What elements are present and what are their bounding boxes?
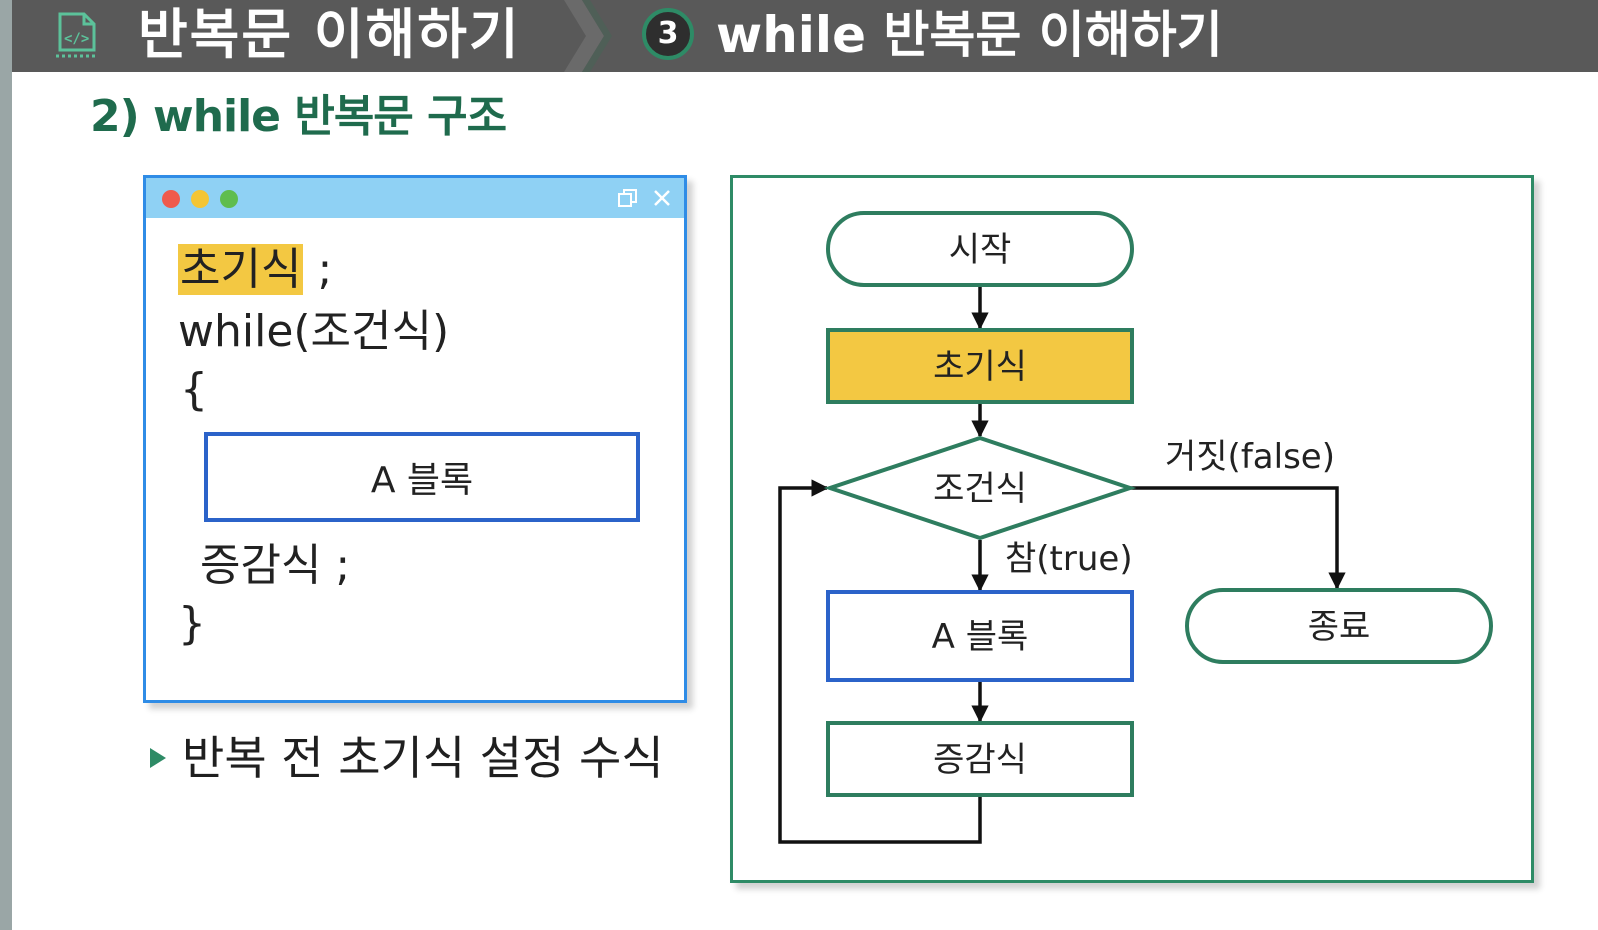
flow-false-label: 거짓(false)	[1165, 437, 1335, 477]
breadcrumb-chevron-icon	[564, 0, 612, 72]
flowchart-panel: 시작 초기식 조건식 거짓(false) 참(true) A 블록 증감식 종료	[730, 175, 1534, 883]
window-close-dot[interactable]	[162, 190, 180, 208]
flow-true-label: 참(true)	[1005, 539, 1133, 579]
flow-end-node	[1185, 588, 1493, 664]
flow-init-node	[826, 328, 1134, 404]
flow-update-label: 증감식	[933, 740, 1027, 780]
left-edge-strip	[0, 0, 12, 930]
flow-init-label: 초기식	[933, 347, 1027, 387]
header-subtitle: while 반복문 이해하기	[716, 6, 1223, 64]
code-init-line: 초기식 ;	[178, 244, 332, 296]
flow-condition-node	[823, 435, 1137, 541]
flow-block-label: A 블록	[932, 617, 1029, 657]
window-titlebar	[146, 178, 684, 218]
flowchart: 시작 초기식 조건식 거짓(false) 참(true) A 블록 증감식 종료	[778, 211, 1493, 844]
code-open-brace: {	[180, 364, 208, 415]
init-semicolon: ;	[317, 244, 333, 295]
init-highlight: 초기식	[178, 244, 304, 295]
note-text: 반복 전 초기식 설정 수식	[182, 731, 664, 785]
window-minimize-dot[interactable]	[191, 190, 209, 208]
triangle-bullet-icon	[150, 747, 166, 768]
flow-end-label: 종료	[1308, 607, 1371, 647]
code-file-icon: </>	[56, 12, 98, 58]
loop-back-arrow	[778, 479, 982, 844]
flow-update-node	[826, 721, 1134, 797]
section-title: 2) while 반복문 구조	[90, 91, 507, 142]
window-maximize-dot[interactable]	[220, 190, 238, 208]
header-bar: </> 반복문 이해하기 3 while 반복문 이해하기	[12, 0, 1598, 72]
code-while-line: while(조건식)	[178, 306, 450, 357]
close-icon[interactable]	[650, 186, 674, 210]
code-close-brace: }	[178, 598, 206, 649]
arrow-condition-to-end	[1130, 486, 1346, 590]
flow-start-node	[826, 211, 1134, 287]
code-update-line: 증감식 ;	[200, 540, 351, 591]
code-a-block: A 블록	[204, 432, 640, 522]
window-restore-icon[interactable]	[616, 186, 640, 210]
flow-start-label: 시작	[949, 230, 1012, 270]
header-title: 반복문 이해하기	[138, 3, 521, 66]
code-window: 초기식 ; while(조건식) { A 블록 증감식 ; }	[143, 175, 687, 703]
step-number-badge: 3	[642, 8, 694, 60]
svg-text:</>: </>	[64, 31, 89, 47]
flow-condition-label: 조건식	[933, 469, 1027, 509]
flow-block-node	[826, 590, 1134, 682]
note-line: 반복 전 초기식 설정 수식	[150, 722, 664, 788]
